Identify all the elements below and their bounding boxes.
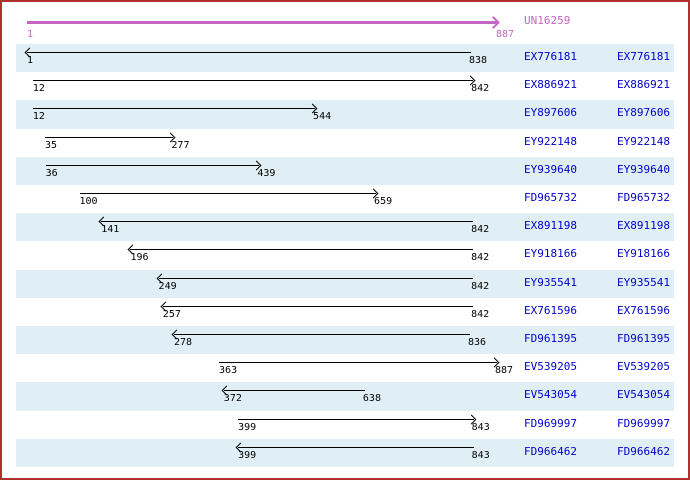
accession-label-col2[interactable]: EX776181 [617,50,670,63]
accession-label-col1[interactable]: FD965732 [524,191,577,204]
start-coordinate: 1 [27,55,34,66]
accession-label-col1[interactable]: EY918166 [524,247,577,261]
accession-label-col1[interactable]: EX776181 [524,50,577,63]
start-coordinate: 196 [130,252,149,264]
end-coordinate: 638 [362,393,381,405]
start-coordinate: 278 [173,337,192,348]
start-coordinate: 141 [101,224,120,236]
accession-label-col1[interactable]: FD969997 [524,416,577,430]
consensus-start-coordinate: 1 [27,29,34,40]
alignment-row: 372 638 EV543054 EV543054 [16,382,674,411]
accession-label-col1[interactable]: EX886921 [524,78,577,92]
alignment-span-line [130,249,474,251]
alignment-span-line [79,193,377,194]
end-coordinate: 838 [469,55,488,66]
alignment-span-line [32,108,316,110]
accession-label-col2[interactable]: FD965732 [617,191,670,204]
alignment-span-line [238,446,474,448]
accession-label-col2[interactable]: EY939640 [617,162,670,176]
start-coordinate: 399 [238,449,257,461]
alignment-span-line [162,305,474,307]
accession-label-col2[interactable]: EV543054 [617,388,670,402]
alignment-row: 1 838 EX776181 EX776181 [16,44,674,73]
alignment-row: 249 842 EY935541 EY935541 [16,269,674,298]
start-coordinate: 257 [162,308,181,320]
accession-label-col1[interactable]: FD966462 [524,444,577,458]
accession-label-col1[interactable]: EY897606 [524,106,577,120]
alignment-span-line [158,277,474,279]
accession-label-col2[interactable]: EY918166 [617,247,670,261]
end-coordinate: 277 [171,139,190,151]
alignment-span-line [27,52,471,53]
start-coordinate: 36 [45,167,58,179]
alignment-row: 196 842 EY918166 EY918166 [16,241,674,269]
start-coordinate: 35 [45,139,58,151]
consensus-arrowhead-icon [487,16,500,29]
accession-label-col2[interactable]: FD966462 [617,444,670,458]
accession-label-col2[interactable]: EX886921 [617,78,670,92]
alignment-span-line [101,221,474,223]
accession-label-col2[interactable]: EY922148 [617,134,670,148]
end-coordinate: 842 [471,224,490,236]
accession-label-col2[interactable]: FD969997 [617,416,670,430]
accession-label-col2[interactable]: EV539205 [617,360,670,374]
alignment-span-line [45,136,174,138]
end-coordinate: 836 [467,337,486,348]
end-coordinate: 842 [471,83,490,95]
consensus-arrow-line [27,21,497,24]
end-coordinate: 843 [471,421,490,433]
accession-label-col1[interactable]: EV539205 [524,360,577,374]
alignment-row: 278 836 FD961395 FD961395 [16,326,674,355]
alignment-row: 35 277 EY922148 EY922148 [16,129,674,157]
end-coordinate: 842 [471,308,490,320]
start-coordinate: 12 [32,111,45,123]
end-coordinate: 659 [374,196,393,207]
accession-label-col1[interactable]: EY922148 [524,134,577,148]
start-coordinate: 363 [219,365,238,377]
alignment-span-line [173,334,470,335]
accession-label-col1[interactable]: EV543054 [524,388,577,402]
alignment-span-line [238,418,474,420]
end-coordinate: 439 [257,167,276,179]
alignment-span-line [219,362,497,364]
end-coordinate: 842 [471,252,490,264]
alignment-row: 399 843 FD966462 FD966462 [16,438,674,467]
alignment-row: 100 659 FD965732 FD965732 [16,185,674,213]
end-coordinate: 887 [495,365,514,377]
accession-label-col2[interactable]: EX761596 [617,303,670,317]
accession-label-col2[interactable]: EX891198 [617,219,670,233]
accession-label-col1[interactable]: EY935541 [524,275,577,289]
start-coordinate: 399 [238,421,257,433]
start-coordinate: 372 [223,393,242,405]
end-coordinate: 544 [313,111,332,123]
consensus-label: UN16259 [524,14,571,27]
start-coordinate: 249 [158,280,177,292]
alignment-row: 36 439 EY939640 EY939640 [16,156,674,185]
start-coordinate: 100 [79,196,98,207]
alignment-span-line [223,390,365,392]
accession-label-col2[interactable]: FD961395 [617,332,670,345]
alignment-row: 12 544 EY897606 EY897606 [16,100,674,129]
alignment-row: 257 842 EX761596 EX761596 [16,298,674,326]
accession-label-col2[interactable]: EY935541 [617,275,670,289]
alignment-row: 141 842 EX891198 EX891198 [16,213,674,242]
accession-label-col1[interactable]: EX761596 [524,303,577,317]
alignment-row: 12 842 EX886921 EX886921 [16,72,674,100]
end-coordinate: 843 [471,449,490,461]
accession-label-col1[interactable]: FD961395 [524,332,577,345]
alignment-row: 399 843 FD969997 FD969997 [16,411,674,439]
accession-label-col1[interactable]: EY939640 [524,162,577,176]
accession-label-col2[interactable]: EY897606 [617,106,670,120]
alignment-span-line [32,80,474,82]
alignment-span-line [45,164,260,166]
consensus-end-coordinate: 887 [496,29,515,40]
end-coordinate: 842 [471,280,490,292]
start-coordinate: 12 [32,83,45,95]
alignment-row: 363 887 EV539205 EV539205 [16,354,674,382]
accession-label-col1[interactable]: EX891198 [524,219,577,233]
